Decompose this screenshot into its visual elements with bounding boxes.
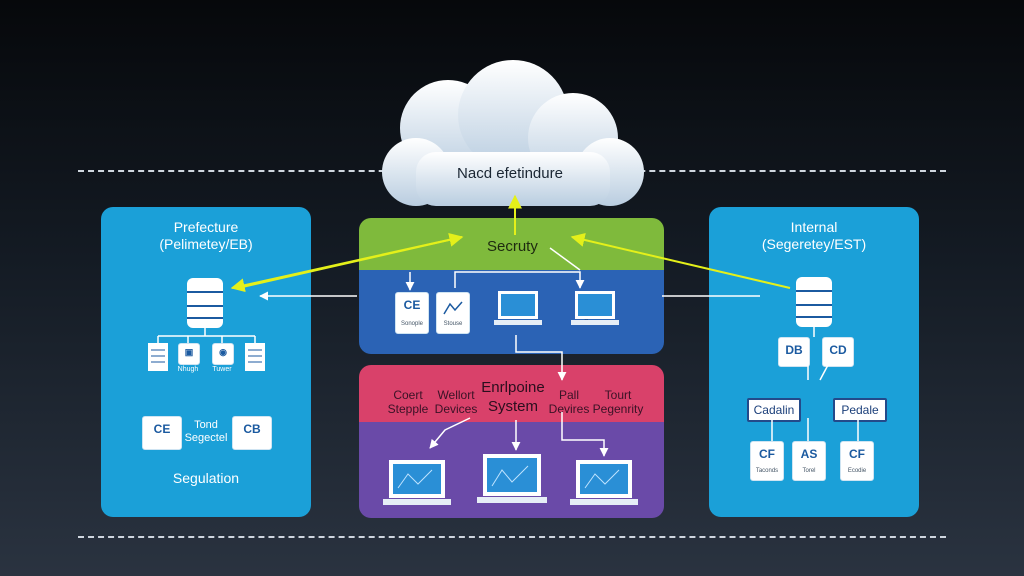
left-mid-label-2: Segectel	[184, 432, 228, 444]
left-zone-subtitle: (Pelimetey/EB)	[159, 236, 253, 252]
left-doc-label: Nhugh	[177, 366, 199, 373]
right-tile-cf-2[interactable]: CF Ecodie	[840, 441, 874, 481]
blue-laptop-label: Sosour	[583, 319, 607, 326]
security-label: Secruty	[487, 238, 538, 255]
left-tile-ce[interactable]: CE	[142, 416, 182, 450]
cloud-label: Nacd efetindure	[457, 165, 563, 182]
right-tag-cadalin[interactable]: Cadalin	[747, 398, 801, 422]
left-tile-cb[interactable]: CB	[232, 416, 272, 450]
left-doc-tile[interactable]: ▣	[178, 343, 200, 365]
left-zone-footer: Segulation	[172, 470, 240, 486]
right-zone-subtitle: (Segeretey/EST)	[761, 236, 867, 252]
cloud-icon	[382, 60, 644, 206]
endpoint-devices-band	[359, 422, 664, 518]
right-tag-pedale[interactable]: Pedale	[833, 398, 887, 422]
left-doc-label: Tuwer	[212, 366, 232, 373]
left-zone-title: Prefecture	[173, 219, 239, 235]
right-tile-cf[interactable]: CF Taconds	[750, 441, 784, 481]
device-tile[interactable]: Stouse	[436, 292, 470, 334]
right-tile-db[interactable]: DB	[778, 337, 810, 367]
endpoint-band	[359, 365, 664, 425]
left-zone-panel: Prefecture (Pelimetey/EB) Segulation	[101, 207, 311, 517]
chart-icon	[443, 301, 463, 315]
right-zone-title: Internal	[790, 219, 838, 235]
device-tile[interactable]: CE Sonople	[395, 292, 429, 334]
right-tile-cd[interactable]: CD	[822, 337, 854, 367]
left-doc-tile[interactable]: ◉	[212, 343, 234, 365]
left-mid-label-1: Tond	[194, 419, 218, 431]
right-tile-as[interactable]: AS Torel	[792, 441, 826, 481]
bottom-dashed-divider	[78, 536, 946, 538]
